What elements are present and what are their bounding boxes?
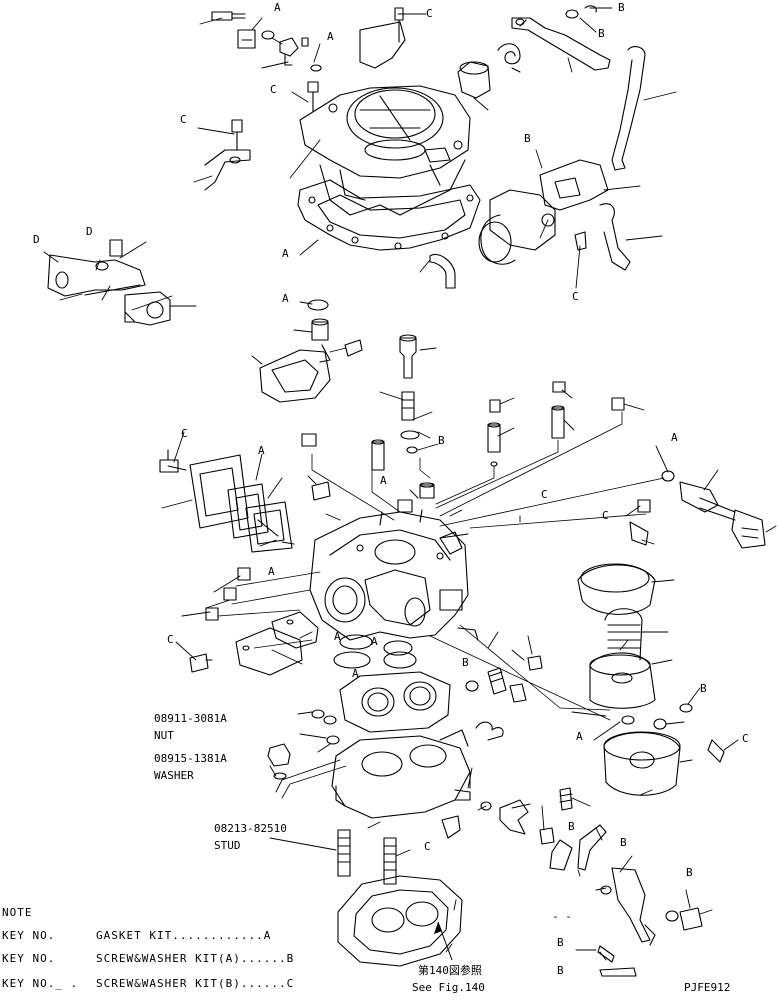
- drawing-code: PJFE912: [684, 981, 730, 994]
- reference-en: See Fig.140: [412, 981, 485, 994]
- callout-a-5: A: [258, 444, 265, 457]
- dash-mark: - -: [552, 910, 572, 923]
- top-gasket: [297, 179, 481, 251]
- choke-linkage: [429, 19, 631, 289]
- callout-b-7: B: [568, 820, 575, 833]
- throttle-body: [331, 729, 492, 885]
- base-gasket: [337, 875, 463, 967]
- top-left-screws: [204, 7, 406, 191]
- air-horn-assembly: [299, 85, 471, 216]
- callout-b-2: B: [598, 27, 605, 40]
- note-row-2-key: KEY NO.: [2, 952, 55, 965]
- callout-c-5: C: [181, 427, 188, 440]
- note-row-1-key: KEY NO.: [2, 929, 55, 942]
- callout-b-11: B: [557, 964, 564, 977]
- callout-c-4: C: [572, 290, 579, 303]
- reference-lines: [217, 411, 665, 799]
- notes-title: NOTE: [2, 906, 33, 919]
- callout-c-2: C: [270, 83, 277, 96]
- callout-a-2: A: [327, 30, 334, 43]
- washer-label: WASHER: [154, 769, 194, 782]
- left-small-parts: [189, 567, 319, 676]
- callout-a-7: A: [671, 431, 678, 444]
- callout-b-6: B: [700, 682, 707, 695]
- leader-lines: [43, 7, 777, 961]
- solenoid-valve: [259, 318, 363, 403]
- callout-labels: A A C B B C C B A C D D A C A B A C A C …: [33, 1, 749, 977]
- callout-a-3: A: [282, 247, 289, 260]
- callout-b-9: B: [686, 866, 693, 879]
- sleeve-and-spring: [457, 43, 521, 99]
- callout-b-5: B: [462, 656, 469, 669]
- note-row-1-desc: GASKET KIT............A: [96, 929, 271, 942]
- callout-c-3: C: [180, 113, 187, 126]
- washer-part-number: 08915-1381A: [154, 752, 227, 765]
- note-row-3-desc: SCREW&WASHER KIT(B)......C: [96, 977, 294, 990]
- callout-c-6: C: [541, 488, 548, 501]
- small-gasket: [307, 299, 329, 311]
- stud-part-number: 08213-82510: [214, 822, 287, 835]
- callout-a-10: A: [371, 635, 378, 648]
- callout-c-10: C: [424, 840, 431, 853]
- callout-c-1: C: [426, 7, 433, 20]
- callout-d-2: D: [86, 225, 93, 238]
- callout-c-9: C: [742, 732, 749, 745]
- callout-b-8: B: [620, 836, 627, 849]
- callout-b-3: B: [524, 132, 531, 145]
- callout-c-7: C: [602, 509, 609, 522]
- callout-a-12: A: [576, 730, 583, 743]
- callout-a-6: A: [380, 474, 387, 487]
- callout-d-1: D: [33, 233, 40, 246]
- lower-linkage: [499, 787, 703, 977]
- callout-a-4: A: [282, 292, 289, 305]
- part-number-labels: 08911-3081A NUT 08915-1381A WASHER 08213…: [154, 712, 287, 852]
- top-right-bracket: [511, 5, 646, 171]
- main-body: [309, 509, 479, 641]
- callout-a-8: A: [268, 565, 275, 578]
- callout-c-8: C: [167, 633, 174, 646]
- note-row-3-key: KEY NO._ .: [2, 977, 78, 990]
- sight-window-gaskets: [159, 449, 331, 553]
- callout-b-10: B: [557, 936, 564, 949]
- throttle-gaskets: [267, 634, 543, 780]
- nut-label: NUT: [154, 729, 174, 742]
- needle-valve-column: [301, 334, 625, 513]
- note-row-2-desc: SCREW&WASHER KIT(A)......B: [96, 952, 294, 965]
- callout-a-11: A: [352, 667, 359, 680]
- notes-block: NOTE KEY NO. GASKET KIT............A KEY…: [2, 906, 294, 990]
- callout-b-1: B: [618, 1, 625, 14]
- callout-a-1: A: [274, 1, 281, 14]
- nut-part-number: 08911-3081A: [154, 712, 227, 725]
- stud-label: STUD: [214, 839, 241, 852]
- right-diaphragm-assembly: [577, 470, 766, 796]
- reference-jp: 第140図参照: [418, 963, 482, 977]
- figure-reference: 第140図参照 See Fig.140: [412, 921, 485, 994]
- callout-a-9: A: [334, 630, 341, 643]
- callout-b-4: B: [438, 434, 445, 447]
- bracket-d-group: [47, 239, 171, 326]
